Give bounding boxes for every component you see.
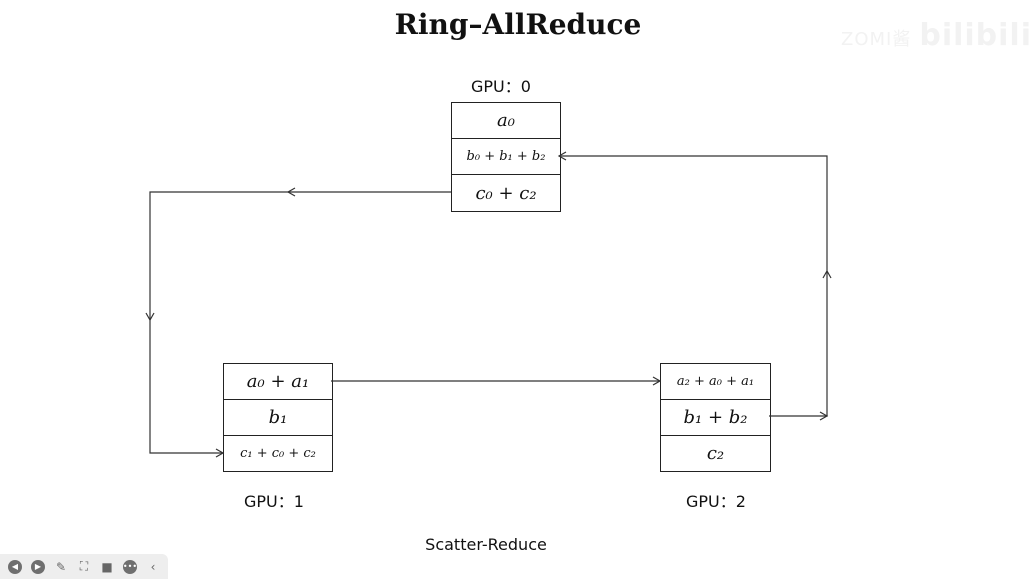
- gpu0-cell-b: b₀ + b₁ + b₂: [452, 139, 560, 175]
- gpu2-cell-c: c₂: [706, 443, 725, 464]
- watermark-name: ZOMI酱: [841, 29, 912, 50]
- gpu2-cell-a: a₂ + a₀ + a₁: [661, 364, 770, 400]
- arrowhead-left-top: [286, 187, 296, 197]
- arrowhead-gpu2-in: [652, 376, 662, 386]
- prev-icon[interactable]: ◀: [6, 558, 24, 576]
- arrowhead-left-down: [145, 312, 155, 322]
- gpu1-label: GPU：1: [244, 492, 304, 511]
- diagram-caption: Scatter-Reduce: [425, 535, 547, 554]
- arrowhead-right-up: [822, 269, 832, 279]
- diagram-title: Ring–AllReduce: [394, 8, 642, 41]
- gpu0-label: GPU：0: [471, 77, 531, 96]
- gpu2-label: GPU：2: [686, 492, 746, 511]
- more-icon[interactable]: •••: [121, 558, 139, 576]
- gpu1-block: a₀ + a₁ b₁ c₁ + c₀ + c₂: [223, 363, 333, 472]
- arrowhead-gpu1-in: [215, 448, 225, 458]
- arrow-gpu2-to-gpu0: [559, 155, 828, 417]
- gpu1-cell-c: c₁ + c₀ + c₂: [240, 446, 316, 461]
- gpu1-cell-b: b₁: [224, 400, 332, 436]
- pen-icon[interactable]: ✎: [55, 559, 67, 574]
- camera-icon[interactable]: ■: [101, 559, 113, 574]
- gpu2-block: a₂ + a₀ + a₁ b₁ + b₂ c₂: [660, 363, 771, 472]
- next-icon[interactable]: ▶: [29, 558, 47, 576]
- collapse-icon[interactable]: ‹: [150, 559, 156, 574]
- watermark-brand: bilibili: [919, 18, 1032, 53]
- watermark: ZOMI酱 bilibili: [841, 18, 1032, 53]
- arrowhead-gpu0-in: [557, 151, 567, 161]
- arrowhead-right-out: [819, 411, 829, 421]
- gpu0-cell-c: c₀ + c₂: [475, 182, 537, 204]
- gpu0-cell-a: a₀: [452, 103, 560, 139]
- gpu1-cell-a: a₀ + a₁: [224, 364, 332, 400]
- screen-icon[interactable]: ⛶: [79, 559, 89, 573]
- gpu2-cell-b: b₁ + b₂: [661, 400, 770, 436]
- arrow-gpu0-to-gpu1: [149, 191, 451, 454]
- player-toolbar: ◀ ▶ ✎ ⛶ ■ ••• ‹: [0, 554, 168, 579]
- gpu0-block: a₀ b₀ + b₁ + b₂ c₀ + c₂: [451, 102, 561, 212]
